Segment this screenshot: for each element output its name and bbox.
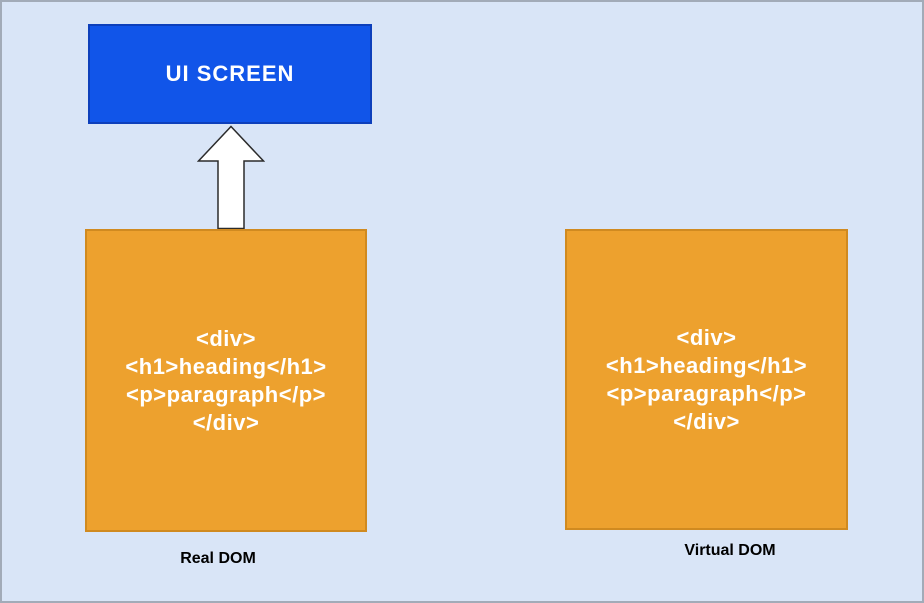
virtual-dom-code: <div> <h1>heading</h1> <p>paragraph</p> … <box>606 324 807 436</box>
virtual-dom-label: Virtual DOM <box>684 542 776 559</box>
ui-screen-label: UI SCREEN <box>165 61 295 86</box>
code-line: </div> <box>192 409 260 435</box>
code-line: </div> <box>673 408 740 434</box>
real-dom-code: <div> <h1>heading</h1> <p>paragraph</p> … <box>125 325 326 437</box>
real-dom-label: Real DOM <box>180 550 256 567</box>
code-line: <div> <box>676 324 737 350</box>
up-arrow-icon <box>197 125 265 230</box>
ui-screen-box: UI SCREEN <box>88 24 372 124</box>
code-line: <div> <box>196 325 256 351</box>
code-line: <p>paragraph</p> <box>606 380 807 406</box>
code-line: <p>paragraph</p> <box>126 381 326 407</box>
code-line: <h1>heading</h1> <box>605 352 808 378</box>
real-dom-box: <div> <h1>heading</h1> <p>paragraph</p> … <box>85 229 367 532</box>
code-line: <h1>heading</h1> <box>125 353 327 379</box>
virtual-dom-box: <div> <h1>heading</h1> <p>paragraph</p> … <box>565 229 848 530</box>
